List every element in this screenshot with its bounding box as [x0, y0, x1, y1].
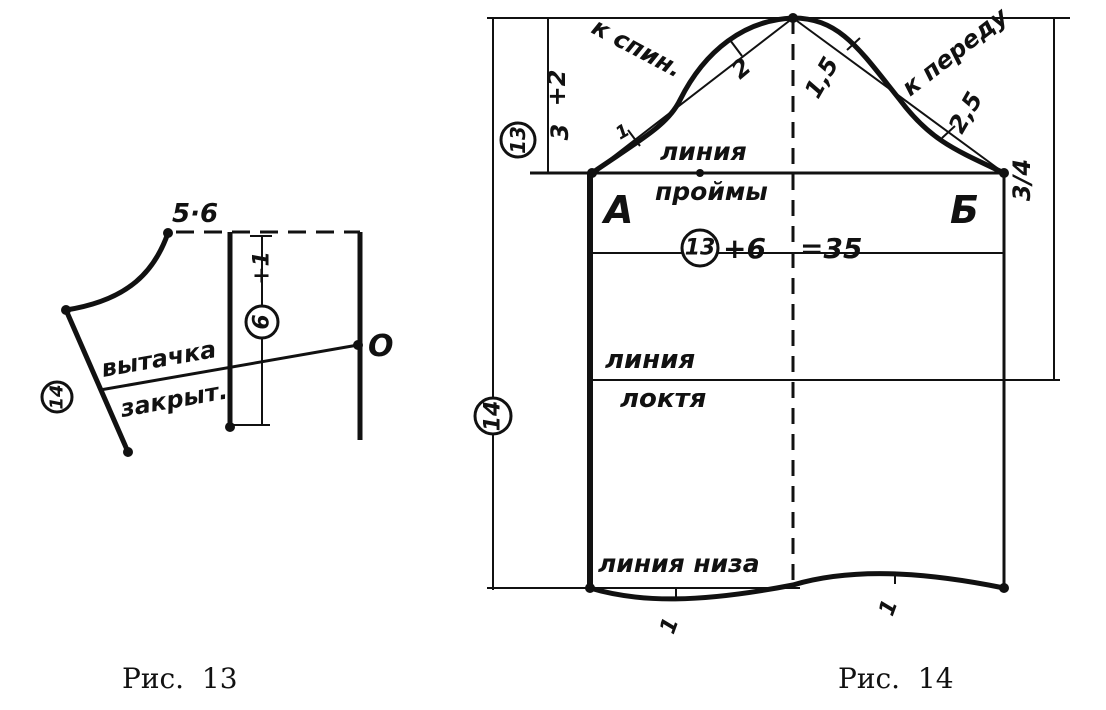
- fig14-label-to-front: к переду: [896, 1, 1014, 101]
- fig14-label-plus-6: +6: [723, 232, 766, 265]
- fig14-label-armhole-1: линия: [660, 137, 747, 166]
- fig13-label-plus-1: +1: [250, 251, 275, 285]
- fig14-circle-13-top: [499, 121, 537, 159]
- fig13-circle-14: [40, 380, 74, 414]
- fig14-hem-curve: [589, 571, 1005, 602]
- fig14-label-armhole-2: проймы: [655, 177, 768, 206]
- fig13-point-top: [163, 228, 173, 238]
- fig13-point-left: [61, 305, 71, 315]
- fig13-label-point-o: О: [368, 329, 394, 364]
- fig14-point-b: [999, 168, 1009, 178]
- fig13-armhole-curve: [65, 232, 171, 313]
- fig14-label-circle-13-mid: 13: [685, 236, 716, 261]
- figure-13: 5·6 О вытачка закрыт. 6 +1 14 Рис. 13: [40, 199, 394, 695]
- fig14-point-bottom-left: [585, 583, 595, 593]
- fig14-label-seg-15: 1,5: [799, 52, 845, 103]
- fig14-label-eq-35: =35: [800, 232, 862, 265]
- fig14-point-top: [788, 13, 798, 23]
- fig14-label-hem: линия низа: [598, 549, 760, 578]
- fig13-side-line: [63, 308, 131, 454]
- fig14-label-elbow-1: линия: [605, 345, 695, 375]
- fig14-point-bottom-right: [999, 583, 1009, 593]
- figure-14: к спин. к переду 2 1,5 2,5 1 +2 3 13 лин…: [473, 1, 1070, 695]
- fig13-point-mid: [225, 422, 235, 432]
- fig14-back-guide: [591, 17, 794, 174]
- fig14-label-to-back: к спин.: [587, 13, 687, 84]
- fig13-point-bottom: [123, 447, 133, 457]
- fig14-point-a: [587, 168, 597, 178]
- fig14-label-circle-13-top: 13: [506, 126, 530, 154]
- fig13-dart-line: [99, 343, 359, 392]
- fig13-caption: Рис. 13: [122, 662, 238, 695]
- fig14-tick-back-1: [729, 39, 743, 57]
- fig14-label-elbow-2: локтя: [620, 384, 706, 414]
- fig13-label-circle-14: 14: [47, 384, 68, 409]
- fig14-label-three: 3: [546, 124, 574, 141]
- fig14-label-point-b: Б: [950, 188, 979, 232]
- fig14-point-mid: [696, 169, 704, 177]
- fig14-caption: Рис. 14: [838, 662, 954, 695]
- fig14-label-bottom-1b: 1: [875, 596, 904, 619]
- fig14-label-point-a: А: [601, 188, 633, 232]
- fig14-label-three-quarters: 3/4: [1008, 159, 1036, 201]
- fig13-circle-6: [244, 304, 280, 340]
- fig14-circle-14: [473, 396, 513, 436]
- fig14-label-plus-2: +2: [543, 70, 571, 107]
- fig14-tick-front-2: [941, 125, 956, 139]
- fig13-point-o: [353, 340, 363, 350]
- fig13-label-circle-6: 6: [250, 314, 275, 329]
- fig14-label-seg-2: 2: [726, 52, 757, 84]
- fig14-circle-13-mid: [680, 228, 720, 268]
- fig13-label-point-top: 5·6: [172, 199, 218, 229]
- fig14-label-circle-14: 14: [481, 401, 506, 432]
- fig14-label-bottom-1a: 1: [656, 614, 685, 637]
- fig13-label-dart-1: вытачка: [99, 335, 218, 383]
